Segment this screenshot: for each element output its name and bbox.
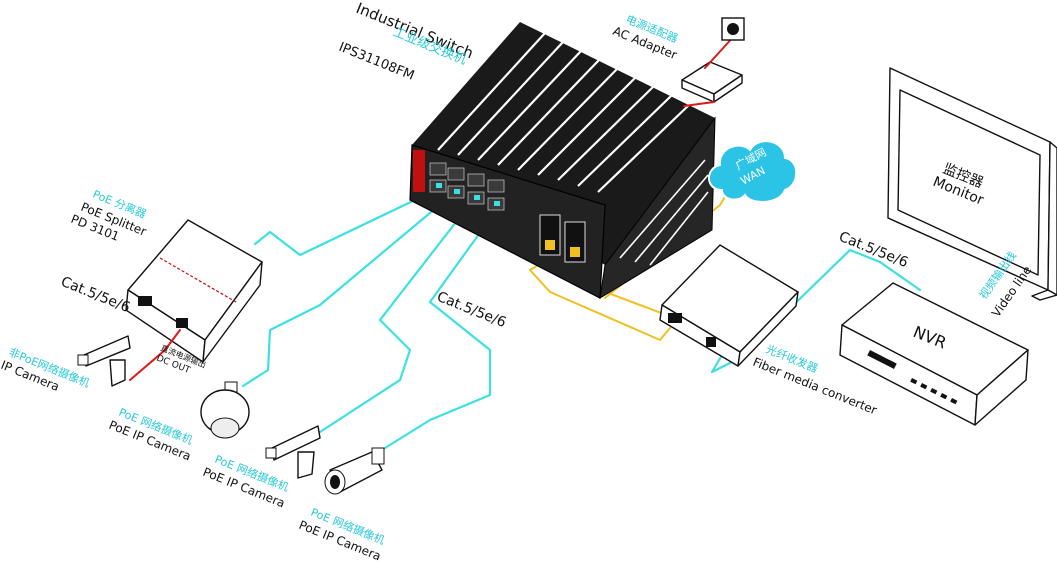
camera-bullet: [324, 447, 385, 495]
port[interactable]: [467, 173, 485, 187]
cable-bullet-switch: [383, 203, 502, 450]
switch-side: [599, 116, 716, 299]
camera-ip-nonpoe: [77, 335, 131, 387]
brand-logo-plate: [413, 150, 425, 192]
poe-splitter: [125, 219, 263, 381]
fiber-media-converter: [659, 244, 799, 367]
port[interactable]: [487, 179, 505, 193]
camera-box: [265, 425, 321, 479]
switch-top: [412, 22, 715, 265]
switch-fins: [437, 32, 690, 193]
switch-front: [409, 144, 606, 299]
cable-label-center: Cat.5/5e/6: [435, 289, 509, 331]
wan-cloud: [708, 140, 798, 203]
cable-boxcam-switch: [298, 202, 472, 447]
monitor: [887, 67, 1057, 301]
industrial-switch: [409, 22, 716, 299]
port[interactable]: [429, 162, 447, 176]
port[interactable]: [447, 167, 465, 181]
splitter-rj45-port[interactable]: [138, 296, 152, 306]
splitter-dcout-port[interactable]: [176, 318, 188, 328]
converter-rj45-port[interactable]: [706, 337, 716, 347]
cable-label-right: Cat.5/5e/6: [837, 229, 911, 271]
camera-dome: [200, 381, 250, 439]
nvr: [839, 282, 1029, 426]
switch-model: IPS31108FM: [337, 40, 417, 84]
cable-dome-switch: [241, 190, 457, 388]
cable-label-left: Cat.5/5e/6: [59, 274, 133, 316]
ac-adapter: [681, 17, 745, 107]
converter-fiber-port[interactable]: [668, 313, 682, 323]
cable-splitter-switch: [253, 186, 442, 257]
sfp-ports: [539, 214, 586, 263]
fiber-switch-converter: [529, 263, 671, 341]
